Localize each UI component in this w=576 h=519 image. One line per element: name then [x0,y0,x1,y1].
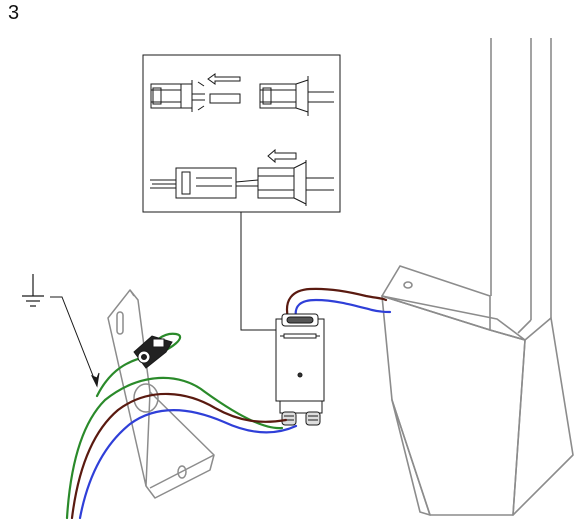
earth-ground-icon [22,274,44,307]
junction-box [275,313,325,426]
left-arrow-icon [267,148,297,164]
left-arrow-icon [207,73,241,85]
connector-assembled [259,76,334,116]
connector-disassembled [150,80,241,112]
pole-structure [381,38,574,516]
inset-leader-line [240,212,282,331]
earth-clamp [133,335,173,369]
supply-wires [65,332,298,519]
ground-leader-line [50,296,100,388]
connector-detail-inset [142,54,341,213]
mounting-plate [107,289,215,499]
wires-to-pole [285,287,392,320]
connector-inline-wired [150,160,334,206]
step-number: 3 [8,2,20,24]
